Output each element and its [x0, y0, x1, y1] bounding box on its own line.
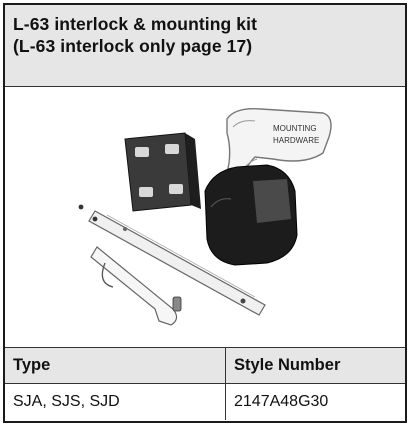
- title-line-2: (L-63 interlock only page 17): [13, 36, 253, 56]
- mounting-bracket: [124, 132, 201, 212]
- product-photo: MOUNTING HARDWARE: [5, 87, 405, 348]
- bag-label-line-2: HARDWARE: [273, 136, 319, 145]
- column-header-style-number: Style Number: [234, 356, 341, 374]
- card-header: L-63 interlock & mounting kit (L-63 inte…: [5, 5, 405, 87]
- style-table: Type Style Number SJA, SJS, SJD 2147A48G…: [5, 348, 405, 421]
- table-header-row: Type Style Number: [5, 348, 405, 384]
- interlock-rod: [88, 210, 266, 316]
- cell-type: SJA, SJS, SJD: [5, 384, 226, 420]
- product-card: L-63 interlock & mounting kit (L-63 inte…: [3, 3, 407, 423]
- bag-label-line-1: MOUNTING: [273, 124, 317, 133]
- column-header-type: Type: [5, 348, 226, 383]
- title-line-1: L-63 interlock & mounting kit: [13, 14, 258, 34]
- cell-style-number: 2147A48G30: [234, 393, 329, 410]
- screws: [78, 204, 182, 312]
- interlock-body: [204, 164, 298, 266]
- hardware-bag: MOUNTING HARDWARE: [226, 108, 332, 190]
- interlock-kit-illustration: MOUNTING HARDWARE: [78, 108, 332, 326]
- table-row: SJA, SJS, SJD 2147A48G30: [5, 384, 405, 420]
